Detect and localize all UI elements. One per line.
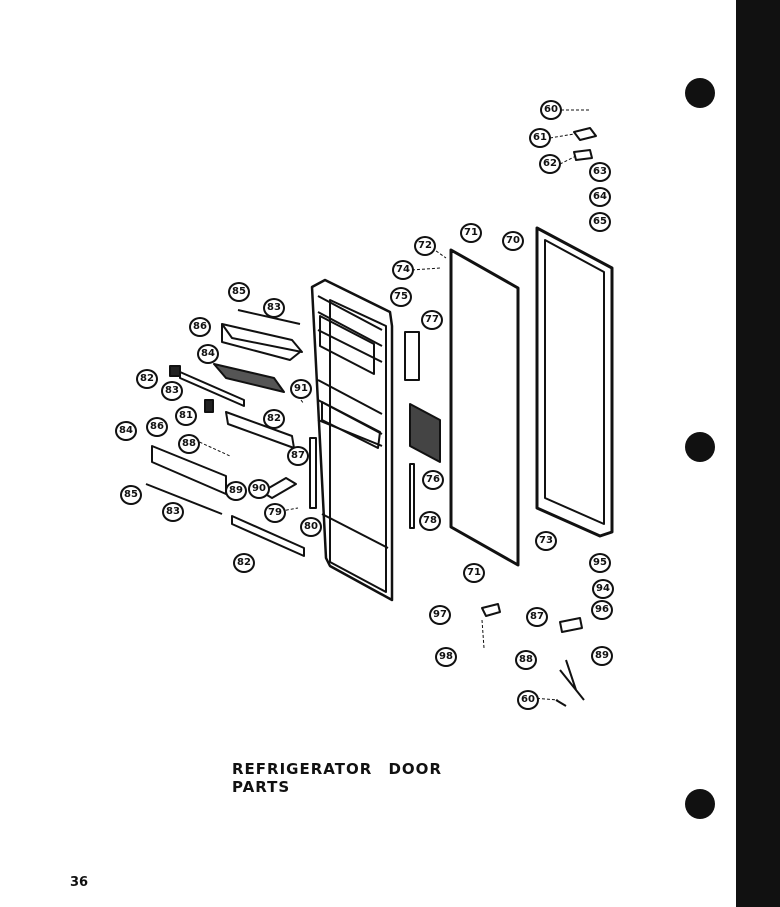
callout-c94: 94 [592,579,614,599]
callout-c80: 80 [300,517,322,537]
part-82-small [169,365,181,377]
callout-c70: 70 [502,231,524,251]
part-shelf-86-upper [221,323,303,353]
part-77 [404,331,420,381]
part-shelf-82-bottom [231,515,305,557]
part-grille-84 [213,363,285,393]
callout-c86a: 86 [189,317,211,337]
part-hinge-87 [559,617,583,633]
callout-c79: 79 [264,503,286,523]
callout-c61a: 61 [529,128,551,148]
part-hinge-97 [481,603,501,617]
callout-c89b: 89 [591,646,613,666]
binding-edge [736,0,780,907]
callout-c77: 77 [421,310,443,330]
callout-c87b: 87 [526,607,548,627]
callout-c75: 75 [390,287,412,307]
callout-c87a: 87 [287,446,309,466]
part-door-panel-71 [449,248,520,567]
callout-c98: 98 [435,647,457,667]
callout-c78: 78 [419,511,441,531]
part-gasket-70 [535,226,614,538]
callout-c96: 96 [591,600,613,620]
part-78 [409,463,415,529]
callout-c60a: 60 [540,100,562,120]
part-80 [309,437,317,509]
callout-c84b: 84 [115,421,137,441]
callout-c85b: 85 [120,485,142,505]
callout-c83c: 83 [162,502,184,522]
callout-c73: 73 [535,531,557,551]
callout-c76: 76 [422,470,444,490]
callout-c62a: 62 [539,154,561,174]
callout-c63a: 63 [589,162,611,182]
callout-c65b: 85 [228,282,250,302]
part-hinge-61 [573,127,597,141]
callout-c83b: 83 [161,381,183,401]
punch-hole-middle [685,432,715,462]
callout-c88b: 88 [515,650,537,670]
callout-c82c: 82 [233,553,255,573]
part-76 [409,403,441,463]
part-bracket-62 [573,149,593,161]
callout-c82b: 82 [263,409,285,429]
callout-c88a: 88 [178,434,200,454]
callout-c90a: 90 [248,479,270,499]
punch-hole-top [685,78,715,108]
callout-c65a: 65 [589,212,611,232]
part-door-liner-75 [310,278,394,602]
punch-hole-bottom [685,789,715,819]
callout-c74: 74 [392,260,414,280]
callout-c89a: 89 [225,481,247,501]
callout-c83a: 83 [263,298,285,318]
callout-c64a: 64 [589,187,611,207]
callout-c81a: 81 [175,406,197,426]
callout-c97a: 97 [429,605,451,625]
callout-c95: 95 [589,553,611,573]
callout-c91: 91 [290,379,312,399]
part-87-tray [261,477,297,499]
part-81 [204,399,214,413]
diagram-title: REFRIGERATOR DOOR PARTS [232,760,442,796]
callout-c72: 72 [414,236,436,256]
page-number: 36 [70,875,89,890]
callout-c82a: 82 [136,369,158,389]
callout-c60b: 60 [517,690,539,710]
callout-c86b: 86 [146,417,168,437]
callout-c84a: 84 [197,344,219,364]
part-wires-60 [555,659,585,707]
part-bar-83-lower [145,483,223,515]
callout-c71a: 71 [460,223,482,243]
callout-c71b: 71 [463,563,485,583]
